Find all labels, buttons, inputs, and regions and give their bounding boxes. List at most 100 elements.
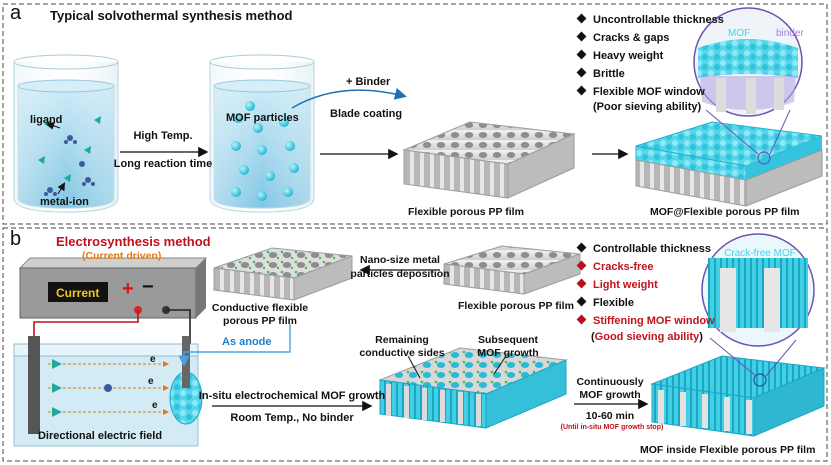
bullet-b-note: (Good sieving ability) xyxy=(591,331,703,343)
arrow-binder xyxy=(291,87,407,109)
beaker-ligand-metal xyxy=(13,54,119,213)
mof-particle xyxy=(289,163,299,173)
remaining-line1: Remaining xyxy=(375,334,429,346)
label-blade-coating: Blade coating xyxy=(330,108,403,120)
bullet-b-note-main: Good sieving ability xyxy=(594,331,700,343)
step1-top: In-situ electrochemical MOF growth xyxy=(198,390,386,402)
deposition-line2: particles deposition xyxy=(350,268,450,280)
bullet-a-5: Flexible MOF window xyxy=(576,85,705,98)
bullet-b-4-text: Flexible xyxy=(593,297,634,309)
bullet-b-3: Light weight xyxy=(576,278,658,291)
zoom-label-mof: MOF xyxy=(728,28,751,39)
pp-film-b xyxy=(443,245,581,295)
step2-time: 10-60 min xyxy=(585,410,635,422)
mof-inside-film xyxy=(650,337,826,437)
panel-a-frame xyxy=(2,3,828,225)
bullet-a-5-marker xyxy=(576,85,587,96)
power-supply xyxy=(18,257,208,344)
deposition-line1: Nano-size metal xyxy=(360,254,440,266)
bullet-a-5-text: Flexible MOF window xyxy=(593,86,705,98)
panel-a-title: Typical solvothermal synthesis method xyxy=(50,8,293,23)
bullet-b-2-marker xyxy=(576,260,587,271)
bullet-a-3: Heavy weight xyxy=(576,49,663,62)
bullet-b-5: Stiffening MOF window xyxy=(576,314,715,327)
conductive-pp-film xyxy=(213,247,353,301)
bullet-a-1-text: Uncontrollable thickness xyxy=(593,14,724,26)
bullet-b-5-text: Stiffening MOF window xyxy=(593,315,715,327)
zoom-label-crack-free: Crack-free MOF xyxy=(724,248,796,259)
bullet-a-3-marker xyxy=(576,49,587,60)
electron-1: e xyxy=(150,354,156,365)
zoom-mof-binder xyxy=(693,7,803,117)
bullet-a-1-marker xyxy=(576,13,587,24)
mof-particle xyxy=(265,171,275,181)
power-minus: − xyxy=(142,276,154,298)
bullet-b-5-marker xyxy=(576,314,587,325)
bullet-a-4-marker xyxy=(576,67,587,78)
arrow1-line2: Long reaction time xyxy=(113,158,213,170)
pp-film-a xyxy=(402,121,576,199)
bullet-b-3-marker xyxy=(576,278,587,289)
step2-line2: MOF growth xyxy=(579,389,641,401)
bullet-b-note-close: ) xyxy=(699,331,703,343)
label-as-anode: As anode xyxy=(222,336,272,348)
label-electric-field: Directional electric field xyxy=(37,430,163,442)
power-display: Current xyxy=(56,286,100,300)
panel-b-title: Electrosynthesis method xyxy=(56,234,211,249)
panel-b-letter: b xyxy=(10,228,22,250)
mof-particle xyxy=(283,187,293,197)
remaining-line2: conductive sides xyxy=(359,347,445,359)
bullet-a-2-marker xyxy=(576,31,587,42)
mof-particle xyxy=(239,165,249,175)
mof-particle xyxy=(285,141,295,151)
electron-2: e xyxy=(148,376,154,387)
bullet-a-4-text: Brittle xyxy=(593,68,625,80)
mof-coated-film xyxy=(635,109,823,207)
bullet-b-2-text: Cracks-free xyxy=(593,261,654,273)
electron-3: e xyxy=(152,400,158,411)
panel-b-frame xyxy=(2,227,828,462)
mof-particle xyxy=(231,187,241,197)
ligand-ion xyxy=(52,383,62,393)
bullet-b-1-text: Controllable thickness xyxy=(593,243,711,255)
label-pp-film-b: Flexible porous PP film xyxy=(458,300,574,312)
bullet-a-2-text: Cracks & gaps xyxy=(593,32,670,44)
ligand-ion xyxy=(52,407,62,417)
bullet-a-note: (Poor sieving ability) xyxy=(593,101,702,113)
mof-particle xyxy=(257,191,267,201)
mof-particle xyxy=(231,141,241,151)
zoom-crack-free-mof xyxy=(701,233,815,347)
mof-particle xyxy=(257,145,267,155)
ligand-ion xyxy=(52,359,62,369)
zoom-label-binder: binder xyxy=(776,28,804,39)
label-final-film: MOF inside Flexible porous PP film xyxy=(640,444,816,456)
mof-particle xyxy=(279,117,289,127)
bullet-b-1: Controllable thickness xyxy=(576,242,711,255)
conductive-film-line1: Conductive flexible xyxy=(211,302,309,314)
conductive-film-line2: porous PP film xyxy=(223,315,297,327)
label-metal-ion: metal-ion xyxy=(40,196,89,208)
bullet-b-4: Flexible xyxy=(576,296,634,309)
panel-b-subtitle: (Current driven) xyxy=(82,250,162,262)
bullet-a-1: Uncontrollable thickness xyxy=(576,13,724,26)
bullet-b-4-marker xyxy=(576,296,587,307)
label-mof-particles: MOF particles xyxy=(226,112,299,124)
arrow1-line1: High Temp. xyxy=(133,130,193,142)
step2-note: (Until in-situ MOF growth stop) xyxy=(560,424,664,431)
bullet-b-3-text: Light weight xyxy=(593,279,658,291)
step1-bottom: Room Temp., No binder xyxy=(230,412,354,424)
label-mof-at-film: MOF@Flexible porous PP film xyxy=(650,206,800,218)
mof-particle xyxy=(245,101,255,111)
label-ligand: ligand xyxy=(30,114,63,126)
bullet-b-2: Cracks-free xyxy=(576,260,654,273)
beaker-mof-particles xyxy=(209,54,315,213)
arrow-as-anode xyxy=(178,324,291,367)
power-plus: + xyxy=(122,278,134,300)
subsequent-line2: MOF growth xyxy=(477,347,539,359)
bullet-b-note-open: ( xyxy=(591,331,595,343)
mof-particle xyxy=(233,113,243,123)
label-plus-binder: + Binder xyxy=(346,76,391,88)
panel-a-letter: a xyxy=(10,2,22,24)
metal-ion-particle xyxy=(104,384,112,392)
partial-mof-film xyxy=(378,347,568,429)
